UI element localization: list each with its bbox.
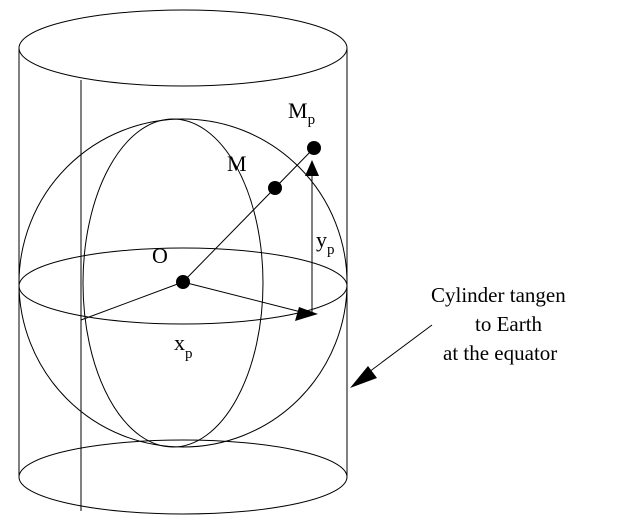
callout-line-2: to Earth (475, 312, 543, 336)
y-arrow-head (305, 160, 319, 176)
origin-point (176, 275, 190, 289)
cylinder-bottom-ellipse (18, 439, 348, 515)
origin-label: O (152, 243, 168, 268)
equator-ellipse (18, 247, 348, 325)
cylinder (18, 9, 348, 515)
callout-line-3: at the equator (443, 341, 557, 365)
callout-arrow-line (364, 324, 433, 376)
radius-to-equator-line (80, 281, 184, 321)
point-m (268, 181, 282, 195)
callout-arrow-head (350, 366, 377, 388)
cylinder-top-ellipse (18, 9, 348, 87)
y-p-label: yp (316, 227, 335, 258)
point-m-label: M (227, 151, 247, 176)
x-arrow-head (295, 307, 318, 321)
earth-sphere (18, 118, 348, 448)
x-arrow-line (182, 281, 306, 314)
x-p-label: xp (174, 330, 193, 362)
radius-to-m-line (182, 147, 315, 283)
point-mp-label: Mp (288, 98, 315, 128)
projection-lines (80, 147, 315, 321)
point-mp (307, 141, 321, 155)
callout-line-1: Cylinder tangen (431, 283, 566, 307)
callout-text: Cylinder tangen to Earth at the equator (431, 283, 566, 365)
meridian-ellipse (82, 118, 264, 448)
